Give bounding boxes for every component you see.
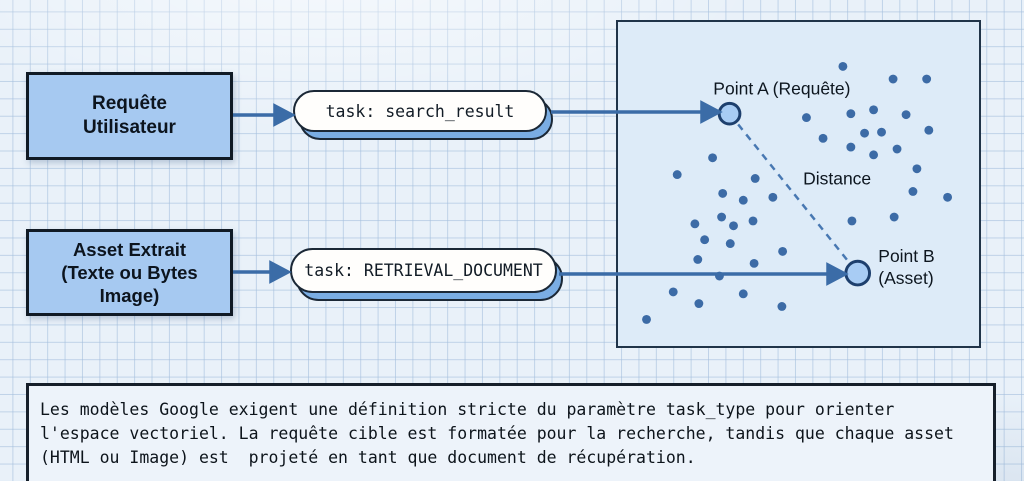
asset-task-pill-face: task: RETRIEVAL_DOCUMENT xyxy=(290,248,557,293)
embedding-dot xyxy=(901,110,911,120)
embedding-dot xyxy=(877,127,886,137)
embedding-dot xyxy=(642,315,651,324)
point-b-label: Point B (Asset) xyxy=(878,246,935,289)
embedding-dot xyxy=(802,113,811,123)
embedding-dot xyxy=(750,174,760,183)
distance-dashed-line xyxy=(737,123,849,262)
embedding-dot xyxy=(943,192,953,202)
query-user-box-label: Requête Utilisateur xyxy=(83,93,176,138)
embedding-dot xyxy=(838,61,848,71)
embedding-dot xyxy=(700,235,710,245)
vector-space-scatter xyxy=(642,61,953,324)
embedding-dot xyxy=(869,150,879,160)
vector-space-panel: Point A (Requête) Distance Point B (Asse… xyxy=(616,20,981,348)
embedding-dot xyxy=(690,219,700,229)
embedding-dot xyxy=(738,289,748,299)
query-task-pill-label: task: search_result xyxy=(325,101,515,121)
arrowhead-asset-to-pill xyxy=(269,260,292,284)
embedding-dot xyxy=(912,164,922,174)
embedding-dot xyxy=(708,153,718,163)
embedding-dot xyxy=(693,255,703,264)
embedding-dot xyxy=(818,133,828,143)
asset-task-pill-label: task: RETRIEVAL_DOCUMENT xyxy=(304,261,543,280)
arrowhead-query-to-pill xyxy=(273,103,296,127)
embedding-dot xyxy=(924,125,934,135)
point-a-label: Point A (Requête) xyxy=(713,78,851,99)
embedding-dot xyxy=(846,109,856,119)
point-a-marker xyxy=(717,101,742,126)
embedding-dot xyxy=(725,239,735,249)
embedding-dot xyxy=(922,74,932,84)
embedding-dot xyxy=(847,216,857,226)
embedding-dot xyxy=(672,170,682,180)
embedding-dot xyxy=(749,258,759,268)
note-box: Les modèles Google exigent une définitio… xyxy=(26,383,996,481)
embedding-dot xyxy=(860,128,870,138)
embedding-dot xyxy=(715,271,724,281)
embedding-dot xyxy=(668,287,678,297)
point-b-marker xyxy=(844,259,872,287)
embedding-dot xyxy=(777,302,787,311)
embedding-dot xyxy=(892,144,902,154)
embedding-dot xyxy=(748,216,758,226)
query-task-pill-face: task: search_result xyxy=(293,90,547,132)
embedding-dot xyxy=(888,74,898,84)
query-user-box: Requête Utilisateur xyxy=(26,72,233,160)
embedding-dot xyxy=(908,187,918,196)
embedding-dot xyxy=(729,221,738,231)
embedding-dot xyxy=(718,188,728,198)
embedding-dot xyxy=(869,105,879,115)
embedding-dot xyxy=(768,192,778,202)
distance-label: Distance xyxy=(803,168,872,189)
note-text: Les modèles Google exigent une définitio… xyxy=(40,400,954,467)
embedding-dot xyxy=(738,195,748,205)
embedding-dot xyxy=(778,246,788,256)
embedding-dot xyxy=(694,299,704,308)
asset-extract-box: Asset Extrait (Texte ou Bytes Image) xyxy=(26,229,233,316)
query-task-pill: task: search_result xyxy=(293,90,553,140)
asset-task-pill: task: RETRIEVAL_DOCUMENT xyxy=(290,248,563,301)
asset-extract-box-label: Asset Extrait (Texte ou Bytes Image) xyxy=(61,239,198,306)
embedding-dot xyxy=(717,212,727,222)
embedding-dot xyxy=(889,212,899,222)
embedding-dot xyxy=(846,142,856,152)
